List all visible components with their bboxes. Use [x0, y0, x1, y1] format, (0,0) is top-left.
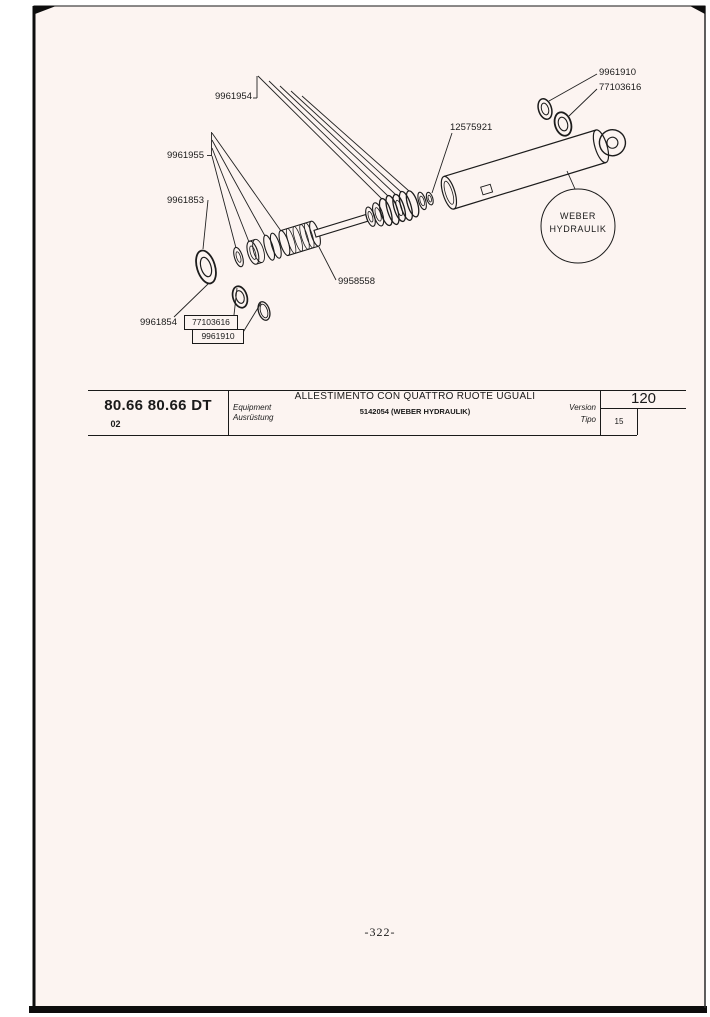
- part-label-9961853: 9961853: [167, 195, 204, 206]
- tipo-value: 15: [614, 417, 624, 426]
- part-ring-3: [417, 191, 427, 211]
- sheet-background: [33, 5, 706, 1009]
- part-washer-1: [233, 246, 244, 268]
- part-gland-bush: [195, 249, 217, 285]
- part-piston-bellows: [278, 220, 321, 257]
- manufacturer-badge-circle: [540, 188, 616, 264]
- part-ring-4: [425, 191, 434, 206]
- part-seal-1: [263, 232, 282, 261]
- part-ring-1: [246, 238, 265, 265]
- part-seal-pack: [378, 190, 420, 227]
- section-subtitle: 5142054 (WEBER HYDRAULIK): [359, 407, 471, 416]
- part-label-9961955: 9961955: [167, 150, 204, 161]
- part-collar-bottom: [231, 285, 249, 309]
- part-collar-top: [553, 111, 573, 137]
- part-snap-ring-top: [537, 98, 553, 120]
- part-label-9958558: 9958558: [338, 276, 375, 287]
- version-label-it: Tipo: [580, 415, 597, 424]
- model-subcode: 02: [110, 419, 121, 429]
- table-page-ref: 120: [630, 390, 657, 407]
- part-label-box-77103616: 77103616: [184, 315, 238, 330]
- section-title: ALLESTIMENTO CON QUATTRO RUOTE UGUALI: [294, 391, 536, 402]
- part-label-12575921: 12575921: [450, 122, 493, 133]
- badge-line-1: WEBER: [559, 211, 596, 221]
- part-label-77103616-top: 77103616: [599, 82, 642, 93]
- equipment-label-de: Ausrüstung: [233, 413, 274, 422]
- part-label-9961854: 9961854: [140, 317, 177, 328]
- leader-lines: [173, 73, 598, 335]
- version-label-en: Version: [569, 403, 596, 412]
- cylinder-assembly: [195, 129, 627, 285]
- badge-line-2: HYDRAULIK: [549, 224, 607, 234]
- scan-corner-artifact-left: [35, 6, 56, 14]
- part-cylinder-tube: [440, 129, 627, 210]
- model-code: 80.66 80.66 DT: [104, 397, 212, 414]
- scan-corner-artifact-right: [690, 6, 705, 14]
- part-label-9961910-top: 9961910: [599, 67, 636, 78]
- manufacturer-badge: WEBER HYDRAULIK: [538, 210, 618, 236]
- equipment-label-en: Equipment: [233, 403, 272, 412]
- part-label-9961954: 9961954: [215, 91, 252, 102]
- page-number: -322-: [364, 925, 396, 939]
- part-label-box-9961910: 9961910: [192, 329, 244, 344]
- part-snap-ring-bottom: [257, 301, 271, 321]
- scan-bottom-edge: [29, 1006, 707, 1013]
- table-rules: [88, 390, 686, 436]
